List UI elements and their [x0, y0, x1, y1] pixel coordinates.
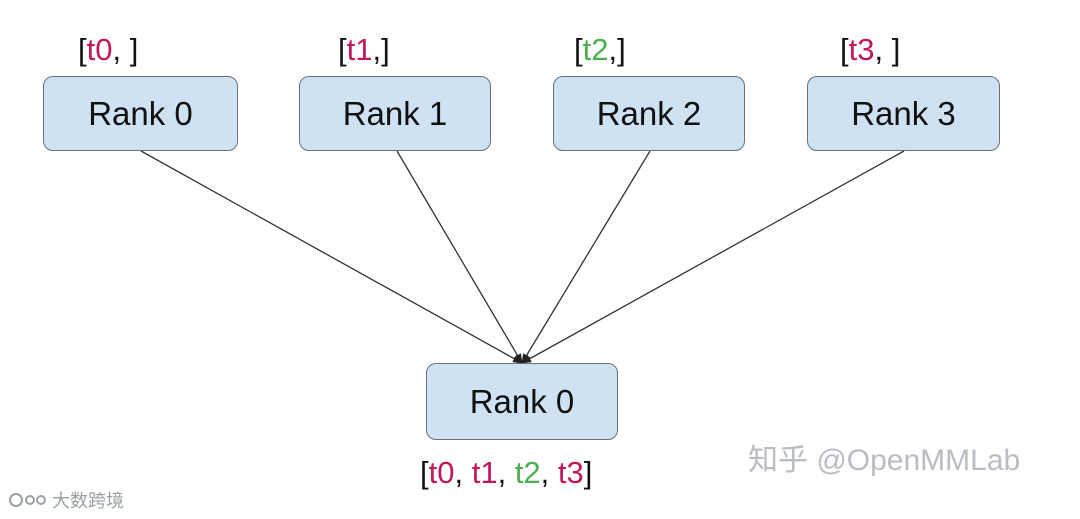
- node-rank1-source: Rank 1: [299, 76, 491, 151]
- separator: ,: [540, 455, 558, 490]
- node-label: Rank 1: [342, 94, 448, 132]
- node-rank3-source: Rank 3: [807, 76, 1000, 151]
- tensor-item: t3: [848, 32, 875, 67]
- tensor-item: t0: [428, 455, 455, 490]
- node-label: Rank 2: [596, 94, 702, 132]
- bracket-open: [: [420, 455, 429, 490]
- separator: ,: [454, 455, 472, 490]
- bracket-close: , ]: [874, 32, 901, 67]
- tensor-item: t2: [514, 455, 541, 490]
- node-label: Rank 3: [851, 94, 956, 132]
- tensor-item: t0: [86, 32, 113, 67]
- node-rank0-target: Rank 0: [426, 363, 618, 440]
- tensor-label-gathered: [t0, t1, t2, t3]: [420, 455, 592, 491]
- edge-rank2-to-target: [521, 150, 651, 364]
- node-label: Rank 0: [469, 382, 575, 420]
- watermark-zhihu: 知乎 @OpenMMLab: [748, 444, 1021, 477]
- bracket-close: ,]: [608, 32, 626, 67]
- node-label: Rank 0: [88, 94, 193, 132]
- tensor-label-rank2: [t2,]: [574, 32, 626, 68]
- node-rank0-source: Rank 0: [43, 76, 238, 151]
- bracket-close: , ]: [112, 32, 139, 67]
- edge-rank1-to-target: [396, 150, 523, 364]
- tensor-label-rank3: [t3, ]: [840, 32, 900, 68]
- tensor-label-rank1: [t1,]: [338, 32, 390, 68]
- bracket-open: [: [338, 32, 347, 67]
- watermark-text: 大数跨境: [52, 491, 124, 511]
- tensor-label-rank0: [t0, ]: [78, 32, 138, 68]
- tensor-item: t1: [346, 32, 373, 67]
- bracket-close: ,]: [372, 32, 390, 67]
- bracket-open: [: [574, 32, 583, 67]
- separator: ,: [497, 455, 515, 490]
- watermark-corner: 大数跨境: [8, 487, 124, 513]
- tensor-item: t1: [471, 455, 498, 490]
- bracket-close: ]: [583, 455, 593, 490]
- edge-rank0-to-target: [140, 150, 523, 364]
- bracket-open: [: [78, 32, 87, 67]
- tensor-item: t2: [582, 32, 609, 67]
- node-rank2-source: Rank 2: [553, 76, 745, 151]
- edge-rank3-to-target: [521, 150, 905, 364]
- bracket-open: [: [840, 32, 849, 67]
- logo-icon: [9, 493, 46, 507]
- tensor-item: t3: [557, 455, 584, 490]
